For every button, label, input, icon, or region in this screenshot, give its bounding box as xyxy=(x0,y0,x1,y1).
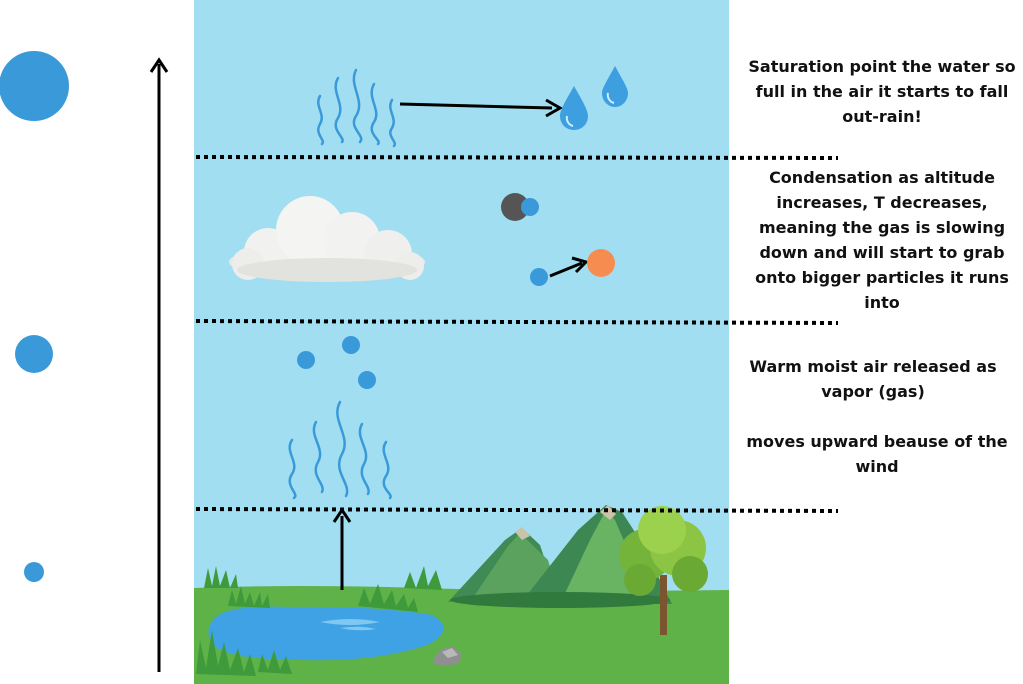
collision-arrow xyxy=(549,261,583,278)
rock-icon xyxy=(432,646,462,666)
upward-label: moves upward beause of the wind xyxy=(746,432,1008,476)
vapor-waves-lower-icon xyxy=(288,400,392,500)
condensation-label: Condensation as altitude increases, T de… xyxy=(755,168,1009,312)
grey-particle-icon xyxy=(501,193,529,221)
vapor-waves-upper-icon xyxy=(317,68,397,148)
orange-particle-icon xyxy=(587,249,615,277)
collision-arrowhead xyxy=(571,256,589,274)
altitude-arrowhead xyxy=(149,57,169,73)
vapor-particle xyxy=(297,351,315,369)
raindrop-icon xyxy=(560,86,588,130)
blue-particle-icon xyxy=(530,268,548,286)
vapor-particle xyxy=(342,336,360,354)
condensation-divider xyxy=(195,319,839,325)
rain-arrowhead xyxy=(545,98,564,118)
vapor-particle xyxy=(358,371,376,389)
saturation-label: Saturation point the water so full in th… xyxy=(748,57,1016,126)
vapor-particles xyxy=(297,336,376,389)
large-particle-icon xyxy=(0,51,69,121)
pond-icon xyxy=(208,606,444,661)
blue-particle-icon xyxy=(521,198,539,216)
small-particle-icon xyxy=(24,562,44,582)
medium-particle-icon xyxy=(15,335,53,373)
raindrop-icon xyxy=(602,66,628,107)
tree-icon xyxy=(619,506,708,635)
ground-divider xyxy=(195,507,839,513)
grass-icon xyxy=(196,566,442,676)
cloud-icon xyxy=(229,196,425,282)
vapor-label: Warm moist air released as vapor (gas) xyxy=(749,357,997,401)
saturation-divider xyxy=(195,155,839,160)
rain-arrow xyxy=(399,102,553,110)
